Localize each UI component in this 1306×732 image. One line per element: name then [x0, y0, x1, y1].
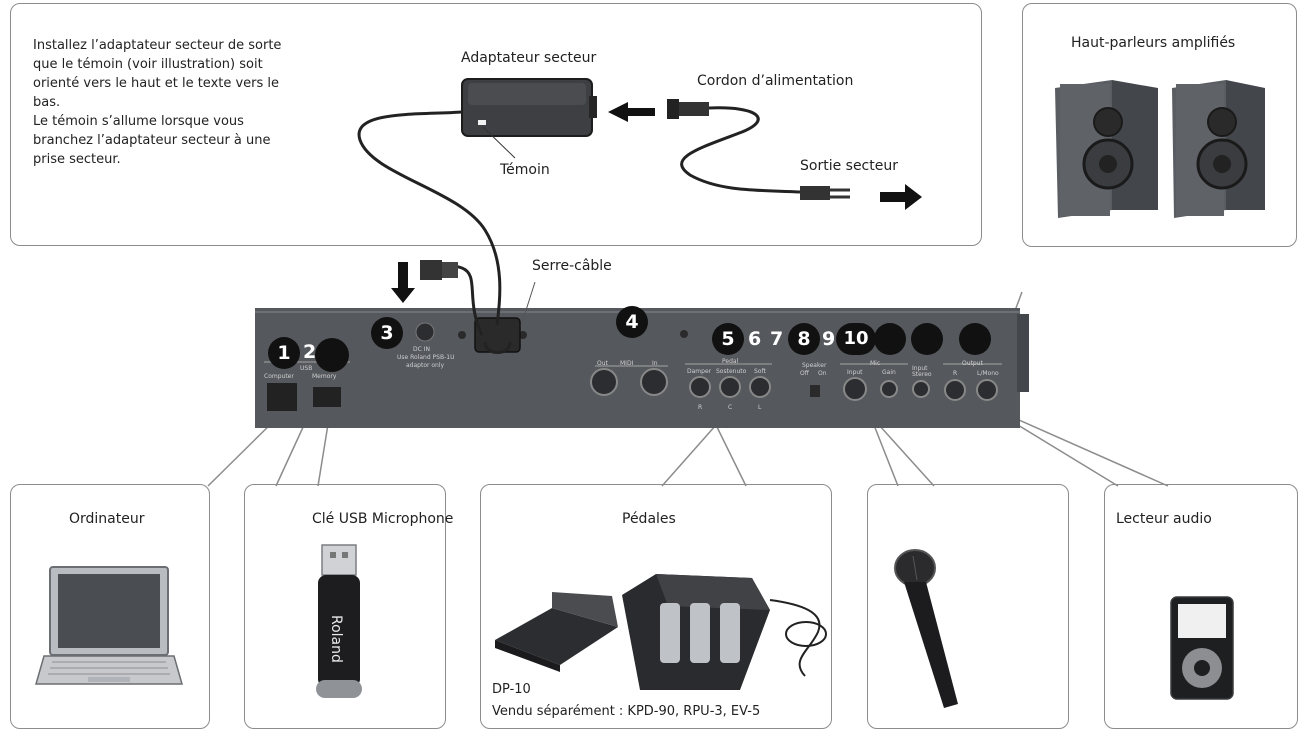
audio-player	[1170, 596, 1234, 700]
badge-3: 3	[371, 317, 403, 349]
panel-damper: Damper	[687, 368, 712, 375]
panel-input: Input	[847, 369, 863, 376]
arrow-to-adapter	[608, 102, 655, 122]
midi-in-jack	[640, 368, 668, 396]
usb-memory-stick: Roland	[316, 544, 362, 698]
midi-out-jack	[590, 368, 618, 396]
speaker-left	[1055, 80, 1158, 218]
speaker-switch	[810, 385, 820, 397]
panel-pedal-l: L	[758, 404, 762, 411]
label-pedal-sold: Vendu séparément : KPD-90, RPU-3, EV-5	[492, 704, 761, 719]
panel-sostenuto: Sostenuto	[716, 368, 747, 375]
badge-2: 2	[303, 341, 317, 363]
label-adapter: Adaptateur secteur	[461, 50, 597, 66]
usb-brand: Roland	[328, 615, 344, 663]
label-usb: Clé USB Microphone	[312, 511, 454, 527]
panel-midi-in: In	[652, 360, 658, 367]
panel-dcin-sub2: adaptor only	[406, 362, 445, 369]
panel-speaker-off: Off	[800, 370, 809, 377]
panel-pedal-c: C	[728, 404, 733, 411]
panel-computer: Computer	[264, 373, 294, 380]
instruction-line: Le témoin s’allume lorsque vous	[33, 114, 244, 129]
badge-7: 7	[770, 328, 784, 350]
label-computer: Ordinateur	[69, 511, 145, 527]
label-power-cord: Cordon d’alimentation	[697, 73, 854, 89]
usb-computer-port	[267, 383, 297, 411]
badge-4: 4	[616, 306, 648, 338]
panel-dcin: DC IN	[413, 346, 430, 353]
panel-pedal: Pedal	[722, 358, 739, 365]
label-indicator: Témoin	[500, 162, 550, 178]
panel-midi: MIDI	[620, 360, 634, 367]
panel-output-r: R	[953, 370, 958, 377]
instruction-line: Installez l’adaptateur secteur de sorte	[33, 38, 282, 53]
panel-gain: Gain	[882, 369, 896, 376]
output-r-jack	[944, 379, 966, 401]
label-audio-player: Lecteur audio	[1116, 511, 1212, 527]
speaker-right	[1172, 80, 1265, 218]
label-ac-outlet: Sortie secteur	[800, 158, 898, 174]
microphone	[894, 549, 958, 708]
label-speakers: Haut-parleurs amplifiés	[1071, 35, 1236, 51]
badge-6: 6	[748, 328, 762, 350]
badge-1: 1	[268, 337, 300, 369]
panel-pedal-r: R	[698, 404, 703, 411]
panel-usb: USB	[300, 365, 313, 372]
pedal-unit	[622, 574, 827, 690]
mic-box	[867, 484, 1069, 729]
label-pedal-model: DP-10	[492, 682, 531, 697]
panel-midi-out: Out	[597, 360, 608, 367]
damper-pedal	[495, 592, 618, 672]
panel-speaker: Speaker	[802, 362, 827, 369]
instruction-line: branchez l’adaptateur secteur à une	[33, 133, 271, 148]
instruction-line: que le témoin (voir illustration) soit	[33, 57, 263, 72]
mic-input-jack	[843, 377, 867, 401]
panel-soft: Soft	[754, 368, 766, 375]
badge-10: 10	[836, 323, 876, 355]
badge-5: 5	[712, 323, 744, 355]
label-cable-hook: Serre-câble	[532, 258, 612, 274]
damper-jack	[689, 376, 711, 398]
output-l-jack	[976, 379, 998, 401]
panel-mic: Mic	[870, 360, 881, 367]
arrow-down	[391, 262, 415, 303]
badge-9: 9	[822, 328, 836, 350]
label-pedals: Pédales	[622, 511, 676, 527]
instruction-line: bas.	[33, 95, 61, 110]
panel-memory: Memory	[312, 373, 337, 380]
panel-output-l: L/Mono	[977, 370, 999, 377]
instruction-line: orienté vers le haut et le texte vers le	[33, 76, 280, 91]
panel-output: Output	[962, 360, 983, 367]
laptop	[35, 566, 183, 685]
input-stereo-jack	[912, 380, 930, 398]
dc-in-jack	[415, 322, 435, 342]
sostenuto-jack	[719, 376, 741, 398]
badge-8: 8	[788, 323, 820, 355]
panel-input-stereo: Input Stereo	[912, 365, 932, 378]
indicator-light	[478, 120, 486, 125]
soft-jack	[749, 376, 771, 398]
panel-speaker-on: On	[818, 370, 827, 377]
instruction-text: Installez l’adaptateur secteur de sorte …	[33, 36, 281, 169]
instruction-line: prise secteur.	[33, 152, 121, 167]
panel-dcin-sub: Use Roland PSB-1U	[397, 354, 455, 361]
usb-memory-port	[313, 387, 341, 407]
arrow-to-outlet	[880, 184, 922, 210]
mic-gain-knob	[880, 380, 898, 398]
